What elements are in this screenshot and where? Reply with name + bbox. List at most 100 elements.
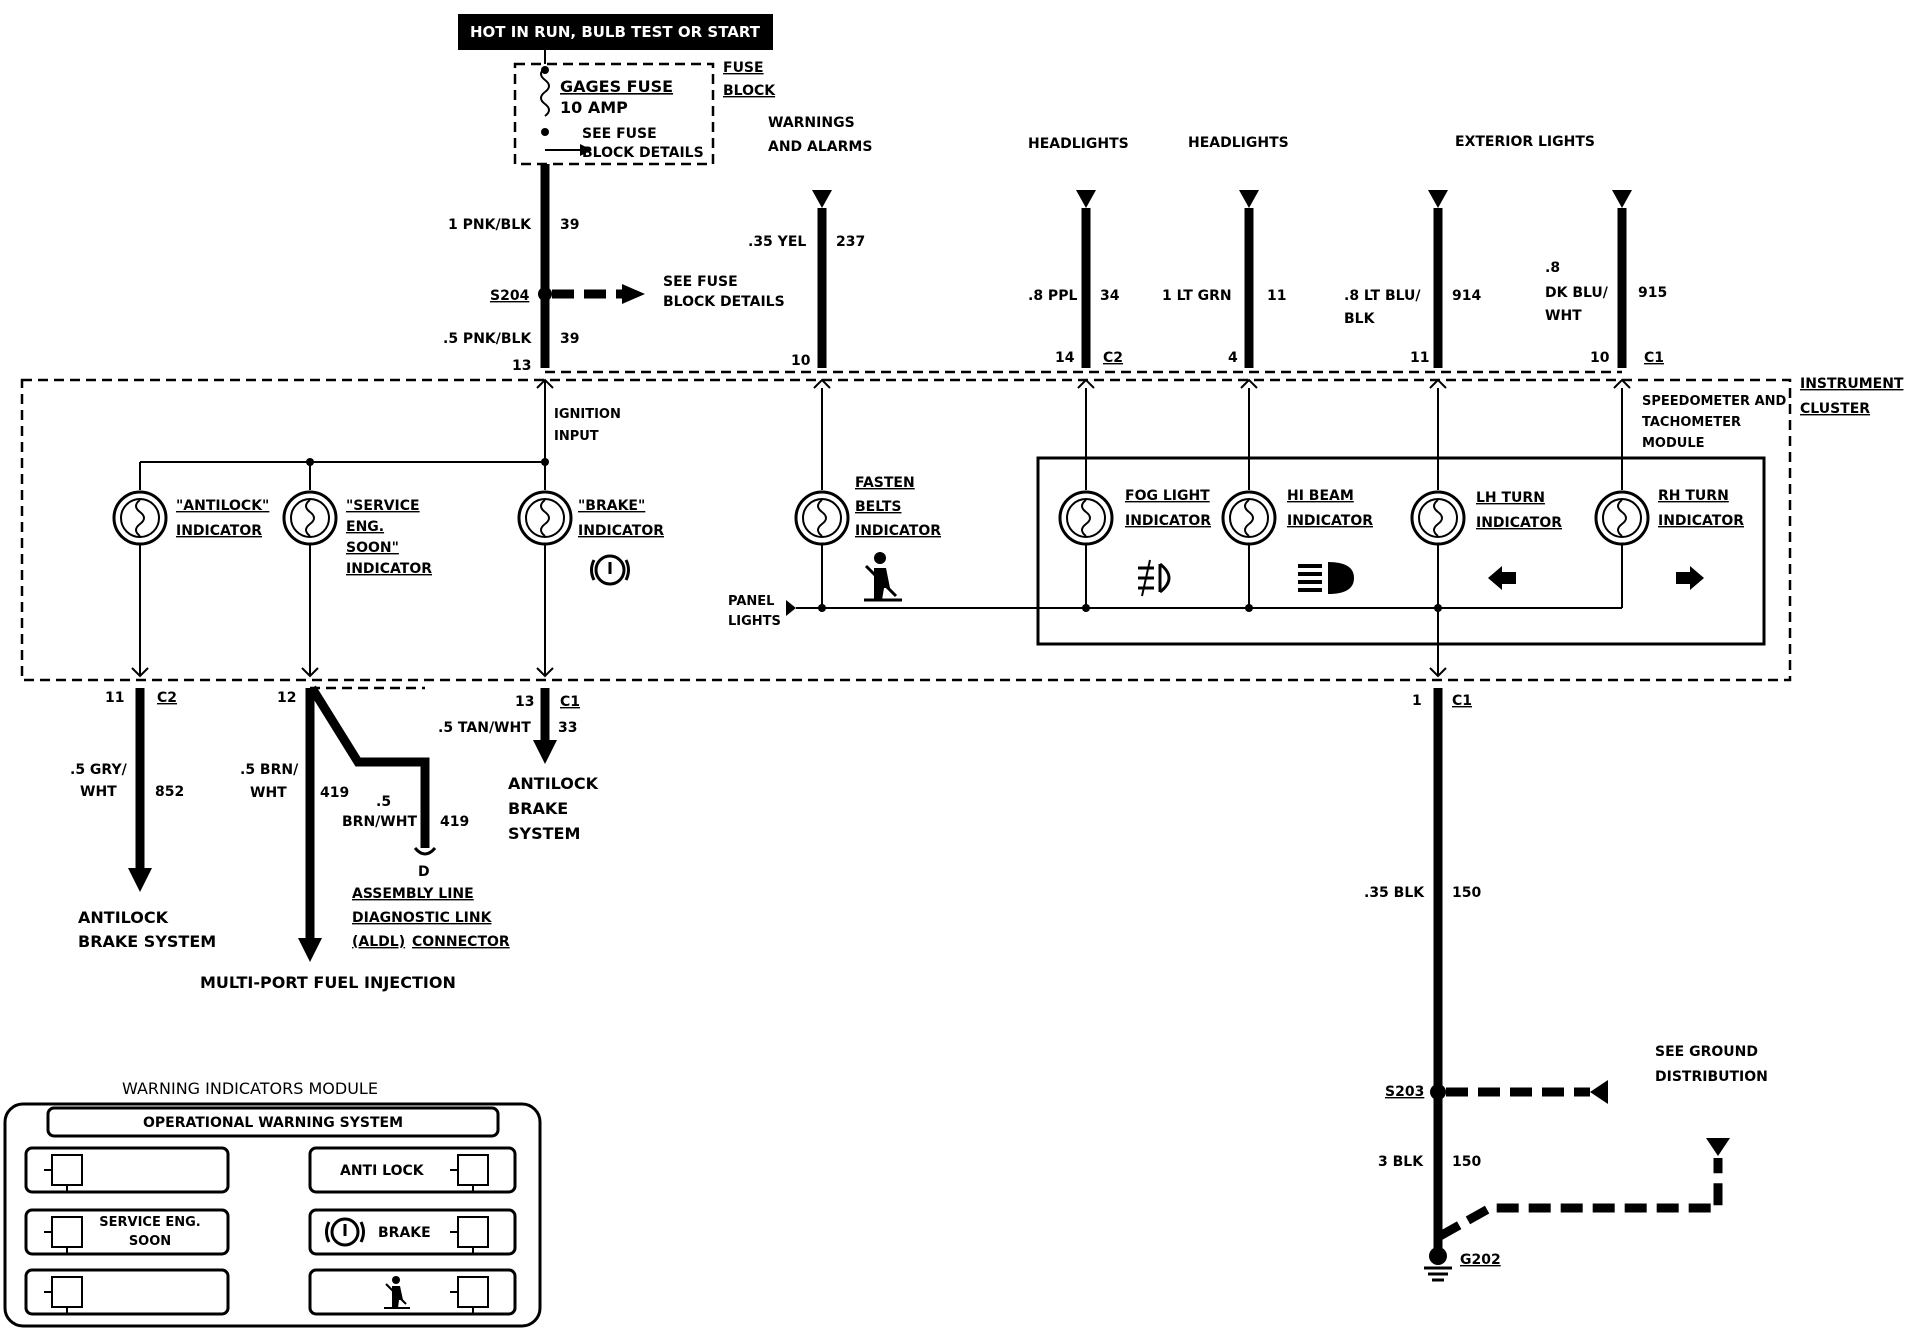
- service-ind-4: INDICATOR: [346, 561, 432, 577]
- service-ind-2: ENG.: [346, 519, 384, 535]
- pin-1: 1: [1412, 693, 1422, 709]
- brake-ind-1: "BRAKE": [578, 498, 645, 514]
- wire-237-label: .35 YEL: [748, 234, 806, 250]
- wire-11-label: 1 LT GRN: [1162, 288, 1232, 304]
- aldl-pin: D: [418, 864, 430, 880]
- wire-39-label: 1 PNK/BLK: [448, 217, 532, 233]
- wire-419a-num: 419: [320, 785, 349, 801]
- fog-light-bulb: [1058, 490, 1114, 546]
- arrow-right-icon: [622, 284, 645, 304]
- fog-light-icon: [1138, 559, 1171, 597]
- arrow-down-icon: [298, 938, 322, 962]
- module-label-2: TACHOMETER: [1642, 415, 1741, 430]
- wire-150a-num: 150: [1452, 885, 1481, 901]
- s204-see-1: SEE FUSE: [663, 274, 738, 290]
- connector-arrow-icon: [1239, 190, 1259, 208]
- warnings-label-1: WARNINGS: [768, 115, 855, 131]
- wire-39b-num: 39: [560, 331, 579, 347]
- ground-label-2: DISTRIBUTION: [1655, 1069, 1768, 1085]
- legend-socket-icons: [44, 1154, 489, 1314]
- brake-ind-2: INDICATOR: [578, 523, 664, 539]
- wire-915-label-1: .8: [1545, 260, 1560, 276]
- legend-header: OPERATIONAL WARNING SYSTEM: [143, 1115, 403, 1131]
- fog-ind-2: INDICATOR: [1125, 513, 1211, 529]
- headlights-label-1: HEADLIGHTS: [1028, 136, 1129, 152]
- brake-dest-2: BRAKE: [508, 799, 568, 818]
- hibeam-ind-1: HI BEAM: [1287, 488, 1354, 504]
- fog-ind-1: FOG LIGHT: [1125, 488, 1210, 504]
- ignition-input-2: INPUT: [554, 429, 599, 444]
- connector-arrow-icon: [1076, 190, 1096, 208]
- arrow-right-icon: [580, 144, 592, 156]
- wire-237-num: 237: [836, 234, 865, 250]
- pin-12: 12: [277, 690, 296, 706]
- fuse-name: GAGES FUSE: [560, 77, 673, 96]
- legend-slot-1: [24, 1146, 230, 1194]
- connector-arrow-icon: [1612, 190, 1632, 208]
- c2-bot: C2: [157, 690, 177, 706]
- wire-33-label: .5 TAN/WHT: [438, 720, 531, 736]
- c1-bot-b: C1: [1452, 693, 1472, 709]
- lh-turn-bulb: [1410, 490, 1466, 546]
- brake-dest-1: ANTILOCK: [508, 774, 599, 793]
- fuse-rating: 10 AMP: [560, 98, 628, 117]
- c1-top: C1: [1644, 350, 1664, 366]
- antilock-ind-2: INDICATOR: [176, 523, 262, 539]
- fuse-block-label-2: BLOCK: [723, 83, 776, 99]
- belts-ind-2: BELTS: [855, 499, 901, 515]
- fuse-symbol: [540, 67, 550, 117]
- pin-13b: 13: [515, 694, 534, 710]
- seatbelt-icon: [864, 552, 902, 602]
- aldl-2: DIAGNOSTIC LINK: [352, 910, 493, 926]
- legend-slot-antilock: [308, 1146, 517, 1194]
- fasten-belts-bulb: [794, 490, 850, 546]
- fuse-see-1: SEE FUSE: [582, 126, 657, 142]
- service-ind-3: SOON": [346, 540, 399, 556]
- module-label-1: SPEEDOMETER AND: [1642, 394, 1787, 409]
- wire-419b-label-1: .5: [376, 794, 391, 810]
- wire-419b-label-2: BRN/WHT: [342, 814, 417, 830]
- abs-dest-1: ANTILOCK: [78, 908, 169, 927]
- headlights-label-2: HEADLIGHTS: [1188, 135, 1289, 151]
- wire-150b-label: 3 BLK: [1378, 1154, 1424, 1170]
- cluster-label-2: CLUSTER: [1800, 401, 1870, 417]
- legend-slot-belts: [308, 1268, 517, 1316]
- rh-ind-2: INDICATOR: [1658, 513, 1744, 529]
- brake-dest-3: SYSTEM: [508, 824, 580, 843]
- legend-slot-service: [24, 1208, 230, 1256]
- g202-label: G202: [1460, 1252, 1501, 1268]
- legend-antilock: ANTI LOCK: [340, 1163, 425, 1179]
- brake-bulb: [517, 490, 573, 546]
- pin-11b: 11: [105, 690, 124, 706]
- fuse-see-2: BLOCK DETAILS: [582, 145, 704, 161]
- aldl-3a: (ALDL): [352, 934, 405, 950]
- wire-915-label-3: WHT: [1545, 308, 1582, 324]
- lh-ind-2: INDICATOR: [1476, 515, 1562, 531]
- pin-11a: 11: [1410, 350, 1429, 366]
- cluster-label-1: INSTRUMENT: [1800, 376, 1904, 392]
- connector-arrow-icon: [812, 190, 832, 208]
- aldl-1: ASSEMBLY LINE: [352, 886, 474, 902]
- speedo-tach-module: [1036, 456, 1766, 646]
- wire-852-num: 852: [155, 784, 184, 800]
- legend-title: WARNING INDICATORS MODULE: [122, 1079, 378, 1098]
- service-engine-soon-bulb: [282, 490, 338, 546]
- wire-915-num: 915: [1638, 285, 1667, 301]
- wire-33-num: 33: [558, 720, 577, 736]
- wire-39-num: 39: [560, 217, 579, 233]
- pin-10a: 10: [791, 353, 811, 369]
- wire-39b-label: .5 PNK/BLK: [443, 331, 532, 347]
- ignition-input-1: IGNITION: [554, 407, 621, 422]
- aldl-3b: CONNECTOR: [412, 934, 510, 950]
- belts-ind-1: FASTEN: [855, 475, 915, 491]
- wire-150a-label: .35 BLK: [1364, 885, 1425, 901]
- panel-lights-1: PANEL: [728, 594, 774, 609]
- wire-852-label-2: WHT: [80, 784, 117, 800]
- c1-bot-a: C1: [560, 694, 580, 710]
- wire-852-label-1: .5 GRY/: [70, 762, 128, 778]
- lh-ind-1: LH TURN: [1476, 490, 1545, 506]
- cluster-exit-chevrons: [131, 667, 1447, 678]
- legend-header-box: [46, 1106, 500, 1138]
- wire-914-num: 914: [1452, 288, 1481, 304]
